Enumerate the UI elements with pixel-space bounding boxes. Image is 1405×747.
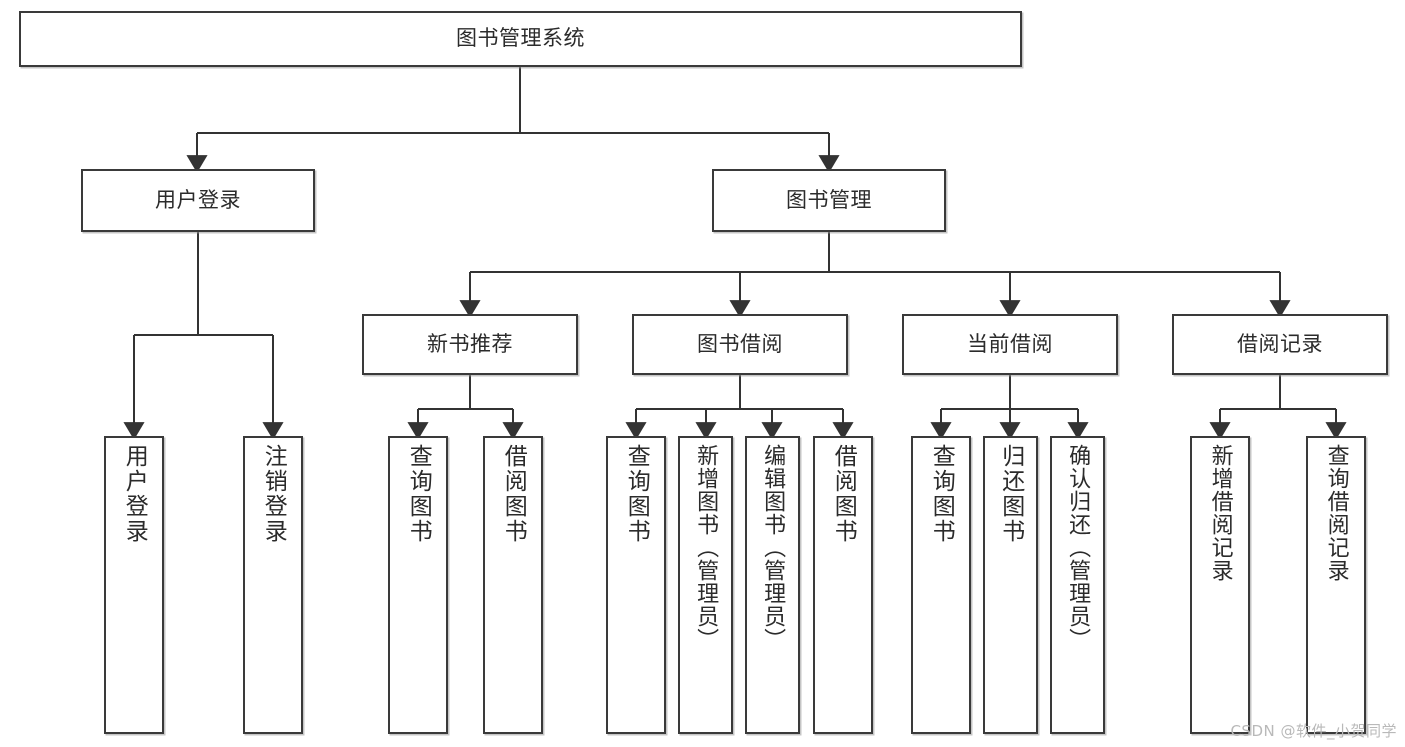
node-label: 编辑图书（管理员） [760, 444, 786, 651]
node-label: 借阅图书 [500, 444, 527, 544]
node-label: 注销登录 [260, 444, 287, 544]
leaf-node-12[interactable]: 查询借阅记录 [1306, 436, 1366, 734]
leaf-node-3[interactable]: 借阅图书 [483, 436, 543, 734]
node-label: 归还图书 [997, 444, 1024, 544]
level2-node-0[interactable]: 用户登录 [81, 169, 315, 232]
node-label: 用户登录 [121, 444, 148, 544]
leaf-node-6[interactable]: 编辑图书（管理员） [745, 436, 800, 734]
leaf-node-7[interactable]: 借阅图书 [813, 436, 873, 734]
leaf-node-8[interactable]: 查询图书 [911, 436, 971, 734]
node-label: 查询图书 [928, 444, 955, 544]
leaf-node-0[interactable]: 用户登录 [104, 436, 164, 734]
csdn-watermark: CSDN @软件_小贺同学 [1230, 722, 1397, 740]
root-node[interactable]: 图书管理系统 [19, 11, 1022, 67]
leaf-node-4[interactable]: 查询图书 [606, 436, 666, 734]
node-label: 当前借阅 [967, 331, 1053, 356]
level2-node-1[interactable]: 图书管理 [712, 169, 946, 232]
level3-node-0[interactable]: 新书推荐 [362, 314, 578, 375]
leaf-node-9[interactable]: 归还图书 [983, 436, 1038, 734]
node-label: 新增借阅记录 [1207, 444, 1233, 582]
leaf-node-11[interactable]: 新增借阅记录 [1190, 436, 1250, 734]
level3-node-2[interactable]: 当前借阅 [902, 314, 1118, 375]
node-label: 借阅图书 [830, 444, 857, 544]
level3-node-1[interactable]: 图书借阅 [632, 314, 848, 375]
leaf-node-10[interactable]: 确认归还（管理员） [1050, 436, 1105, 734]
node-label: 新书推荐 [427, 331, 513, 356]
node-label: 确认归还（管理员） [1065, 444, 1091, 651]
leaf-node-1[interactable]: 注销登录 [243, 436, 303, 734]
node-label: 图书管理 [786, 187, 872, 212]
node-label: 新增图书（管理员） [693, 444, 719, 651]
node-label: 查询图书 [623, 444, 650, 544]
node-label: 查询图书 [405, 444, 432, 544]
leaf-node-2[interactable]: 查询图书 [388, 436, 448, 734]
node-label: 图书管理系统 [456, 26, 585, 51]
level3-node-3[interactable]: 借阅记录 [1172, 314, 1388, 375]
node-label: 图书借阅 [697, 331, 783, 356]
node-label: 查询借阅记录 [1323, 444, 1349, 582]
leaf-node-5[interactable]: 新增图书（管理员） [678, 436, 733, 734]
node-label: 借阅记录 [1237, 331, 1323, 356]
node-label: 用户登录 [155, 187, 241, 212]
